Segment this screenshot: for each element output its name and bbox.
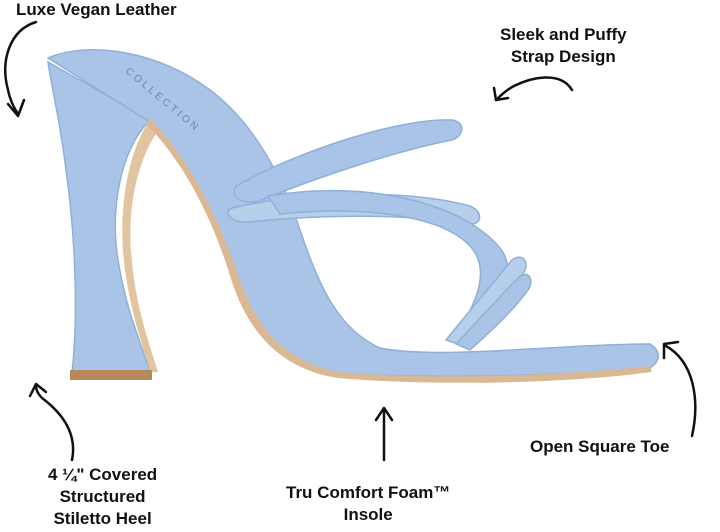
callout-leather: Luxe Vegan Leather [16, 0, 177, 21]
callout-heel-line: Stiletto Heel [53, 509, 152, 528]
strap-top [233, 119, 463, 203]
arrowhead-leather [6, 98, 26, 118]
callout-insole: Tru Comfort Foam™ Insole [286, 482, 450, 526]
callout-strap-line: Sleek and Puffy [500, 25, 627, 44]
callout-insole-line: Tru Comfort Foam™ [286, 483, 451, 502]
arrowhead-insole [374, 406, 394, 422]
heel-tip [70, 370, 152, 380]
callout-insole-line: Insole [343, 505, 393, 524]
arrowhead-heel [28, 382, 48, 398]
callout-heel: 4 ¼" Covered Structured Stiletto Heel [48, 464, 157, 530]
heel-inner-edge [122, 120, 160, 372]
callout-toe: Open Square Toe [530, 436, 670, 458]
callout-toe-line: Open Square Toe [530, 437, 670, 456]
arrow-heel [34, 384, 75, 462]
callout-heel-line: 4 ¼" Covered [48, 465, 158, 484]
arrowhead-toe [662, 340, 680, 360]
callout-leather-line: Luxe Vegan Leather [16, 0, 177, 19]
toe-strap-2 [454, 273, 532, 351]
arrow-leather [4, 20, 38, 116]
arrow-toe [664, 344, 697, 438]
arrowhead-strap [492, 86, 510, 102]
callout-strap-line: Strap Design [510, 47, 616, 66]
callout-heel-line: Structured [59, 487, 146, 506]
arrow-strap [494, 76, 574, 102]
callout-strap: Sleek and Puffy Strap Design [500, 24, 627, 68]
